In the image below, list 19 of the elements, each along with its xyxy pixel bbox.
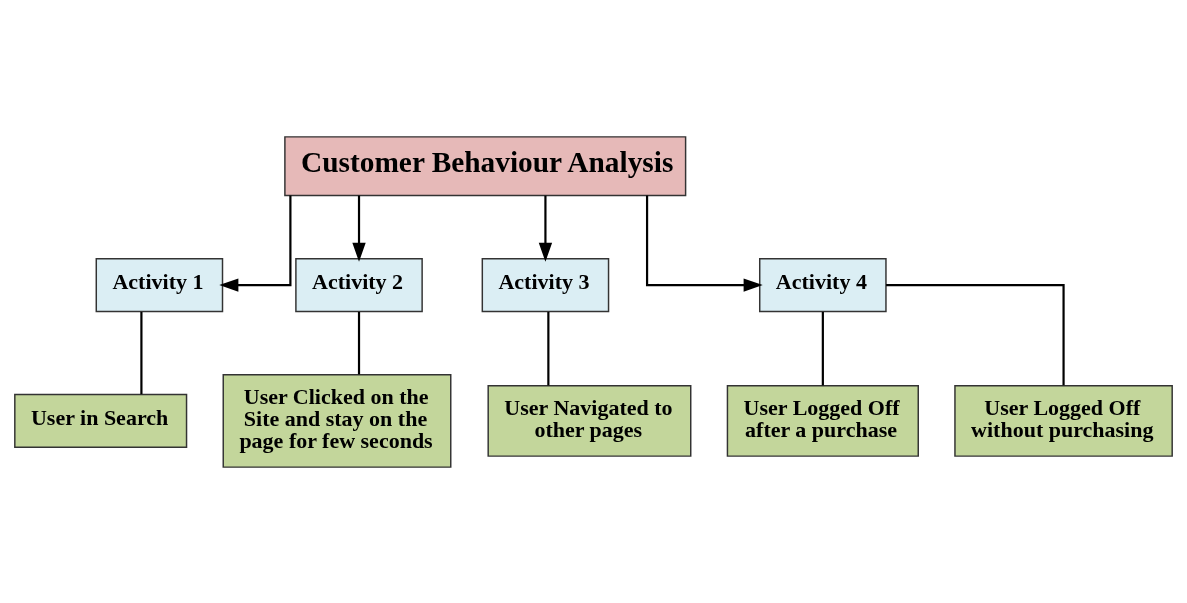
connector bbox=[547, 311, 550, 385]
arrow bbox=[219, 195, 292, 292]
node-box: User in Search bbox=[14, 393, 188, 448]
arrow bbox=[352, 195, 366, 262]
node-box: User Clicked on the Site and stay on the page for few seconds bbox=[222, 373, 452, 468]
arrow bbox=[646, 195, 763, 292]
node-box: Activity 2 bbox=[295, 257, 423, 312]
node-box: User Navigated to other pages bbox=[487, 384, 692, 457]
node-box: User Logged Off after a purchase bbox=[726, 384, 919, 457]
node-box: User Logged Off without purchasing bbox=[954, 384, 1173, 457]
arrow bbox=[538, 195, 553, 262]
node-box: Customer Behaviour Analysis bbox=[284, 135, 687, 196]
node-box: Activity 1 bbox=[95, 257, 224, 312]
connector bbox=[886, 283, 1065, 385]
connector bbox=[821, 311, 824, 385]
node-box: Activity 4 bbox=[759, 257, 887, 312]
node-box: Activity 3 bbox=[481, 257, 610, 312]
connector bbox=[140, 311, 143, 394]
connector bbox=[357, 311, 361, 374]
